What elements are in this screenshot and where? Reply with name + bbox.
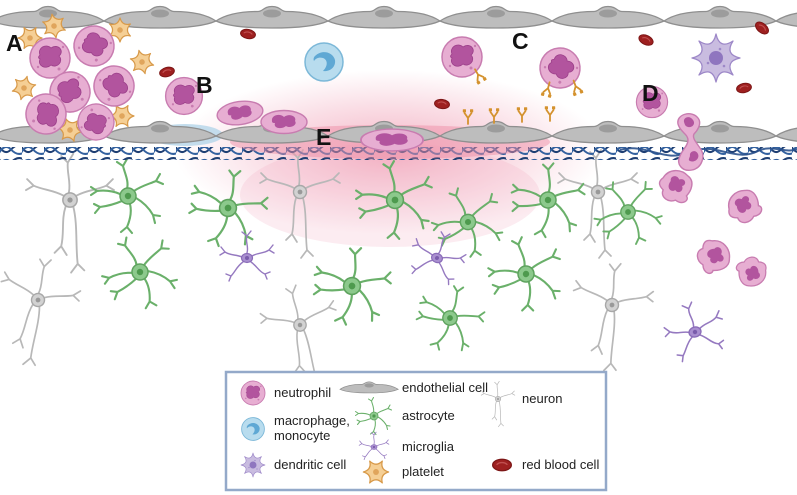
legend-label-dendritic: dendritic cell (274, 457, 347, 472)
macrophage-cell (304, 42, 344, 82)
dendritic-cell (691, 33, 741, 83)
legend-label-neutrophil: neutrophil (274, 385, 332, 400)
legend-label-neuron: neuron (522, 391, 563, 406)
legend-box (224, 370, 608, 492)
legend-label-macrophage: macrophage, monocyte (274, 413, 350, 443)
stage-label-d: D (642, 80, 659, 106)
legend-neutrophil-icon (240, 380, 266, 406)
legend-label-microglia: microglia (402, 439, 455, 454)
stage-label-e: E (316, 124, 332, 150)
legend-label-platelet: platelet (402, 464, 444, 479)
legend-label-rbc: red blood cell (522, 457, 600, 472)
transmigrating-neutrophil-e (360, 128, 424, 152)
legend-dendritic-icon (240, 452, 266, 478)
stage-label-b: B (196, 72, 213, 98)
legend-rbc-icon (491, 458, 513, 472)
legend-label-astrocyte: astrocyte (402, 408, 455, 423)
legend-label-endothelial: endothelial cell (402, 380, 489, 395)
stage-label-a: A (6, 30, 23, 56)
transmigrating-neutrophil-d (677, 113, 704, 171)
stage-label-c: C (512, 28, 529, 54)
legend-macrophage-icon (241, 417, 265, 441)
